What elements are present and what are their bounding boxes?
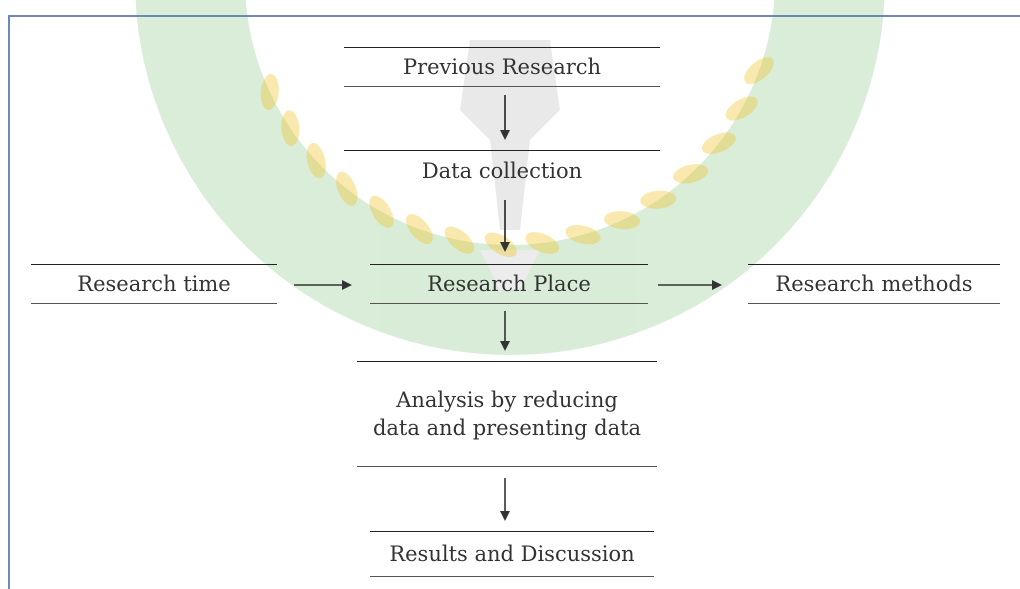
rope-bead — [744, 57, 774, 85]
node-data-collection: Data collection — [344, 150, 660, 190]
node-analysis-label-line1: Analysis by reducing — [396, 388, 618, 412]
rope-bead — [444, 226, 475, 254]
node-results-label: Results and Discussion — [389, 542, 635, 566]
rope-bead — [673, 164, 709, 184]
rope-bead — [260, 74, 279, 110]
node-analysis: Analysis by reducing data and presenting… — [357, 361, 657, 467]
node-previous-research-label: Previous Research — [402, 55, 602, 79]
rope-bead — [565, 224, 601, 245]
page-frame-top — [8, 15, 1020, 17]
rope-bead — [701, 132, 736, 154]
rope-bead — [336, 171, 358, 206]
rope-bead — [369, 195, 394, 228]
page-frame-left — [8, 15, 10, 589]
node-previous-research: Previous Research — [344, 47, 660, 87]
node-research-place: Research Place — [370, 264, 648, 304]
rope-bead — [725, 96, 758, 121]
rope-bead — [640, 190, 677, 209]
node-analysis-label-line2: data and presenting data — [372, 416, 642, 440]
node-research-place-label: Research Place — [427, 272, 591, 296]
rope-bead — [281, 110, 300, 147]
rope-bead — [306, 143, 326, 179]
rope-bead — [604, 211, 640, 230]
node-research-time-label: Research time — [77, 272, 231, 296]
rope-bead — [525, 232, 560, 254]
node-research-methods-label: Research methods — [775, 272, 973, 296]
node-data-collection-label: Data collection — [421, 158, 583, 183]
node-results: Results and Discussion — [370, 531, 654, 577]
rope-bead — [405, 214, 433, 244]
node-research-time: Research time — [31, 264, 277, 304]
node-research-methods: Research methods — [748, 264, 1000, 304]
